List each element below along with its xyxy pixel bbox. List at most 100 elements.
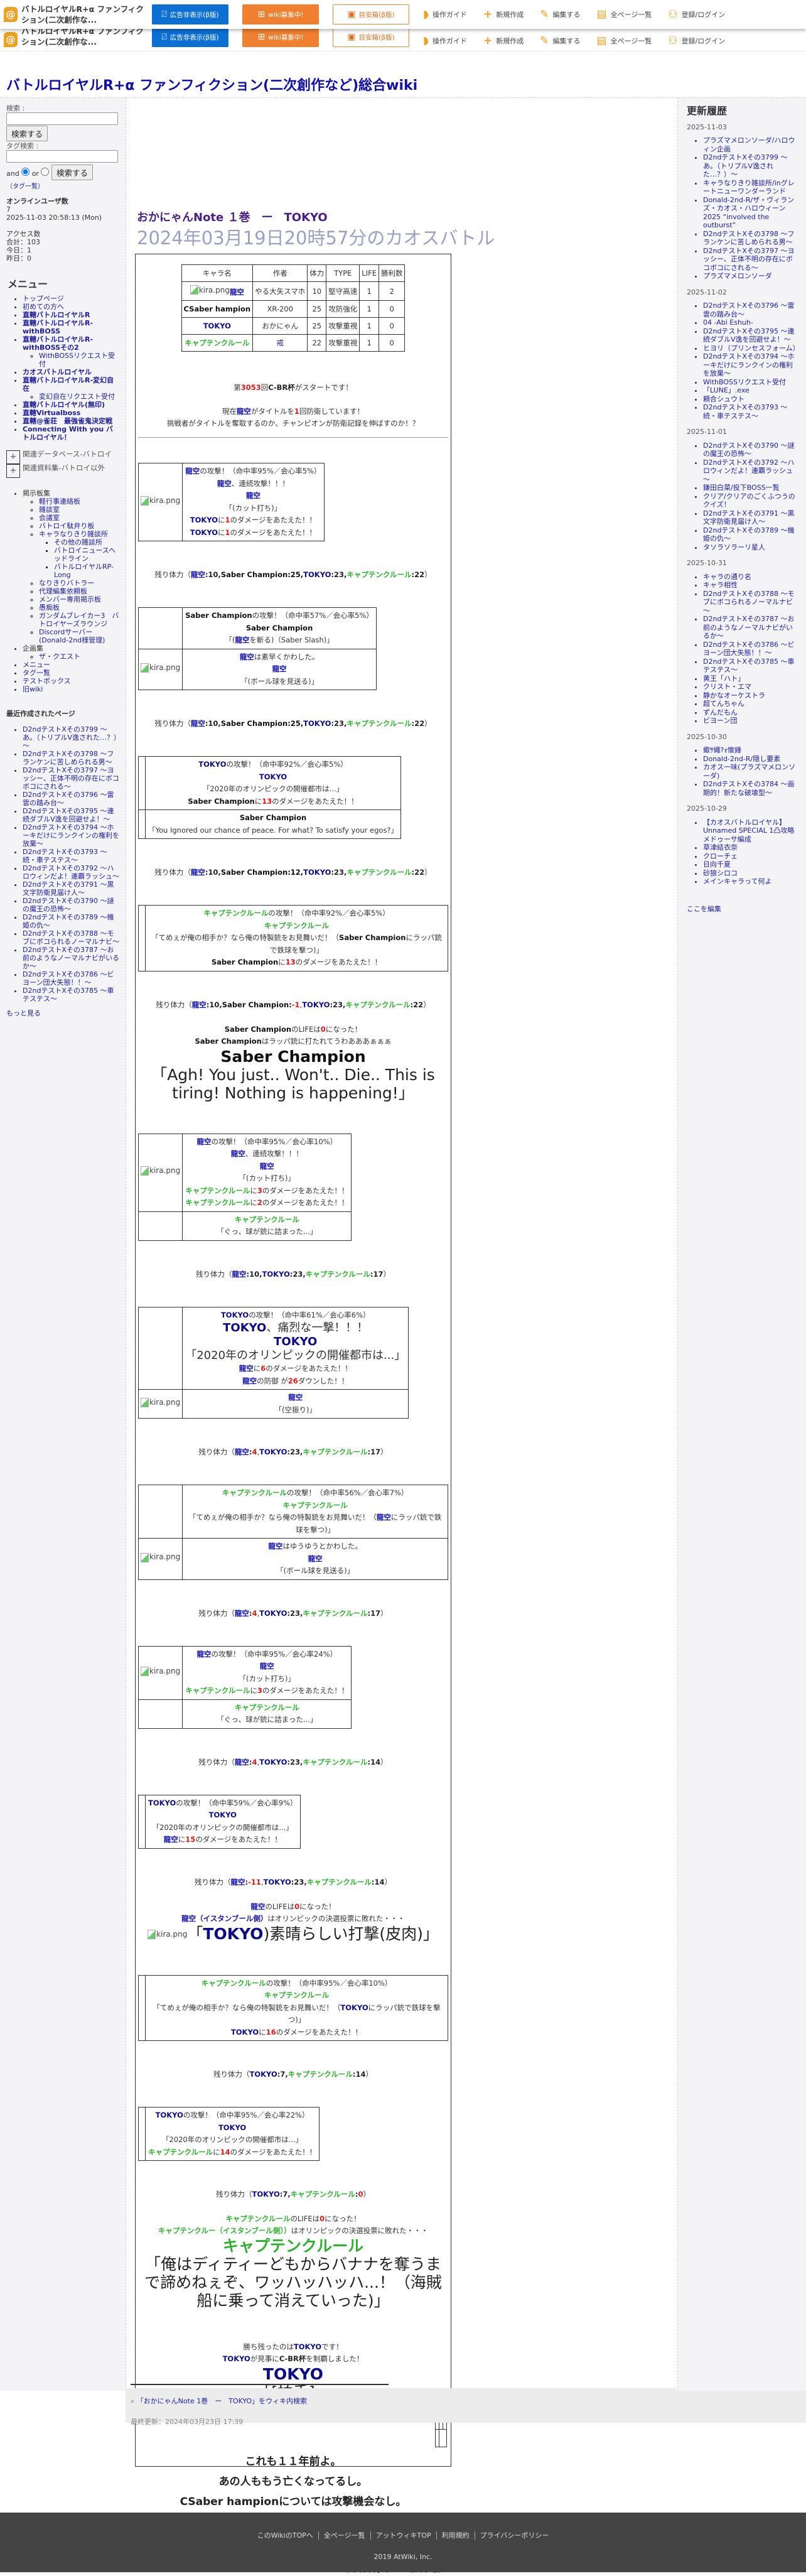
- menu-link[interactable]: メンバー専用掲示板: [39, 595, 101, 603]
- suggestion-box-button[interactable]: ▣目安箱(β版): [333, 4, 409, 24]
- menu-link[interactable]: 直轄バトルロイヤル(無印): [23, 401, 105, 409]
- menu-link[interactable]: トップページ: [23, 295, 64, 303]
- history-link[interactable]: D2ndテストXその3796 ～雷雲の踏み台～: [703, 301, 795, 318]
- character-tokyo[interactable]: TOKYO: [148, 1798, 176, 1807]
- history-link[interactable]: 04 -Abi Eshuh-: [703, 318, 753, 327]
- history-link[interactable]: D2ndテストXその3784 ～画期的！新たな破壊型～: [703, 780, 795, 797]
- character-ryuku[interactable]: 龍空: [163, 1835, 178, 1844]
- character-tokyo[interactable]: TOKYO: [262, 2365, 324, 2383]
- character-ryuku[interactable]: 龍空: [288, 1393, 303, 1402]
- character-name[interactable]: 龍空: [229, 288, 244, 296]
- history-link[interactable]: D2ndテストXその3788 ～モブにボコられるノーマルナビ～: [703, 589, 795, 615]
- recent-page-link[interactable]: D2ndテストXその3790 ～謎の魔王の恐怖～: [23, 897, 114, 913]
- recent-page-link[interactable]: D2ndテストXその3786 ～ビヨーン団大失態！！～: [23, 970, 114, 987]
- history-link[interactable]: D2ndテストXその3791 ～黒文字防衛見届け人～: [703, 509, 795, 526]
- menu-link[interactable]: 直轄バトルロイヤルR: [23, 311, 90, 319]
- character-ryuku[interactable]: 龍空: [239, 652, 254, 661]
- tag-search-input[interactable]: [6, 150, 118, 163]
- character-tokyo[interactable]: TOKYO: [190, 528, 218, 537]
- character-ryuku[interactable]: 龍空: [242, 1376, 257, 1385]
- recent-page-link[interactable]: D2ndテストXその3793 ～続・車テステス～: [23, 848, 107, 864]
- recent-page-link[interactable]: D2ndテストXその3788 ～モブにボコられるノーマルナビ～: [23, 929, 119, 946]
- search-input[interactable]: [6, 112, 118, 125]
- character-tokyo[interactable]: TOKYO: [249, 2070, 277, 2079]
- character-ryuku[interactable]: 龍空: [196, 1137, 212, 1146]
- history-link[interactable]: 「LUNE」.exe: [703, 386, 750, 394]
- character-ryuku[interactable]: 龍空: [259, 1161, 274, 1171]
- history-link[interactable]: メインキャラって何よ: [703, 877, 772, 885]
- menu-link[interactable]: Discordサーバー(Donald-2nd様管理): [39, 628, 105, 644]
- more-link[interactable]: もっと見る: [6, 1009, 41, 1017]
- character-ryuku[interactable]: 龍空: [191, 1000, 207, 1009]
- history-link[interactable]: D2ndテストXその3798 ～フランケンに苦しめられる男～: [703, 229, 795, 247]
- history-link[interactable]: D2ndテストXその3792 ～ハロウィンだよ！連覇ラッシュ～: [703, 458, 795, 484]
- menu-link[interactable]: 直轄Virtualboss: [23, 409, 81, 417]
- history-link[interactable]: 蠍ｻ蠅?ｫ懐錘: [703, 746, 741, 754]
- nav-edit[interactable]: ✎編集する: [540, 35, 580, 47]
- history-link[interactable]: 草津結衣奈: [703, 843, 738, 852]
- nav-login[interactable]: ⚇登録/ログイン: [668, 35, 725, 47]
- site-name[interactable]: バトルロイヤルR+α ファンフィクション(二次創作な...: [21, 26, 144, 46]
- character-ryuku[interactable]: 龍空: [245, 491, 261, 500]
- menu-link[interactable]: Connecting With you バトルロイヤル！: [23, 425, 114, 441]
- menu-link[interactable]: 軽行事連絡板: [39, 497, 80, 506]
- menu-link[interactable]: 代理編集依頼板: [39, 587, 87, 595]
- menu-link[interactable]: テストボックス: [23, 677, 71, 685]
- history-link[interactable]: 超てんちゃん: [703, 700, 744, 708]
- history-link[interactable]: D2ndテストXその3785 ～車テステス～: [703, 657, 795, 674]
- history-link[interactable]: プラズマメロンソーダ/ハロウィン企画: [703, 136, 795, 153]
- history-link[interactable]: D2ndテストXその3787 ～お前のようなノーマルナビがいるか～: [703, 615, 795, 640]
- character-tokyo[interactable]: TOKYO: [155, 2111, 183, 2119]
- footer-link[interactable]: プライバシーポリシー: [480, 2531, 549, 2540]
- character-ryuku[interactable]: 龍空: [190, 570, 205, 579]
- character-tokyo[interactable]: TOKYO: [274, 1335, 318, 1348]
- history-link[interactable]: Donald-2nd-R/隠し要素: [703, 754, 781, 763]
- nav-edit[interactable]: ✎編集する: [540, 8, 580, 21]
- history-link[interactable]: 静かなオーケストラ: [703, 691, 765, 700]
- nav-all-pages[interactable]: ▤全ページ一覧: [596, 8, 652, 21]
- character-ryuku[interactable]: 龍空: [190, 868, 205, 877]
- character-tokyo[interactable]: TOKYO: [252, 2190, 280, 2199]
- character-tokyo[interactable]: TOKYO: [302, 1000, 330, 1009]
- nav-new-page[interactable]: +新規作成: [483, 8, 524, 21]
- menu-link[interactable]: WithBOSSリクエスト受付: [39, 352, 115, 368]
- character-tokyo[interactable]: TOKYO: [198, 760, 227, 769]
- recent-page-link[interactable]: D2ndテストXその3796 ～雷雲の踏み台～: [23, 791, 114, 807]
- menu-link[interactable]: 直轄@雀荘 最強雀鬼決定戦: [23, 417, 112, 425]
- nav-new-page[interactable]: +新規作成: [483, 35, 524, 47]
- character-tokyo[interactable]: TOKYO: [218, 2123, 247, 2132]
- recent-page-link[interactable]: D2ndテストXその3795 ～連続ダブルV逸を回避せよ！～: [23, 807, 114, 823]
- character-ryuku[interactable]: 龍空: [230, 1877, 245, 1886]
- recent-page-link[interactable]: D2ndテストXその3791 ～黒文字防衛見届け人～: [23, 880, 114, 897]
- menu-link[interactable]: 変幻自在リクエスト受付: [39, 392, 115, 401]
- character-ryuku[interactable]: 龍空: [217, 479, 232, 488]
- menu-link[interactable]: 初めての方へ: [23, 303, 64, 311]
- character-ryuku[interactable]: 龍空: [185, 467, 200, 475]
- character-tokyo[interactable]: TOKYO: [259, 1757, 287, 1767]
- toggle-related-docs[interactable]: +関連資料集-バトロイ以外: [6, 464, 119, 478]
- atwiki-logo-icon[interactable]: @: [4, 32, 18, 47]
- character-ryuku[interactable]: 龍空: [268, 1542, 283, 1550]
- character-tokyo[interactable]: TOKYO: [303, 570, 331, 579]
- menu-link[interactable]: ガンダムブレイカー3 バトロイヤーズラウンジ: [39, 612, 119, 628]
- recent-page-link[interactable]: D2ndテストXその3799 ～あ。（トリプルV逸された…？）～: [23, 725, 117, 750]
- character-tokyo[interactable]: TOKYO: [263, 1877, 291, 1886]
- character-ryuku[interactable]: 龍空: [230, 1149, 245, 1158]
- search-button[interactable]: 検索する: [6, 126, 48, 141]
- character-tokyo[interactable]: TOKYO: [262, 1269, 290, 1279]
- character-ryuku[interactable]: 龍空: [236, 407, 251, 416]
- or-radio[interactable]: [41, 168, 50, 176]
- menu-link[interactable]: 直轄バトルロイヤルR-withBOSSその2: [23, 335, 94, 352]
- menu-link[interactable]: バトロイニュースヘッドライン: [54, 546, 116, 563]
- character-ryuku[interactable]: 龍空: [235, 636, 250, 644]
- history-link[interactable]: D2ndテストXその3794 ～ホーキだけにランクインの権利を放棄～: [703, 352, 795, 377]
- character-tokyo[interactable]: TOKYO: [259, 772, 287, 781]
- recent-page-link[interactable]: D2ndテストXその3792 ～ハロウィンだよ！連覇ラッシュ～: [23, 864, 119, 880]
- character-tokyo[interactable]: TOKYO: [303, 719, 331, 728]
- character-ryuku[interactable]: 龍空: [259, 1662, 274, 1670]
- history-link[interactable]: 頼合シュウト: [703, 394, 744, 403]
- character-tokyo[interactable]: TOKYO: [223, 1321, 267, 1334]
- character-tokyo[interactable]: TOKYO: [230, 2027, 259, 2037]
- recent-page-link[interactable]: D2ndテストXその3789 ～機姫の仇～: [23, 913, 114, 929]
- atwiki-logo-icon[interactable]: @: [4, 7, 18, 22]
